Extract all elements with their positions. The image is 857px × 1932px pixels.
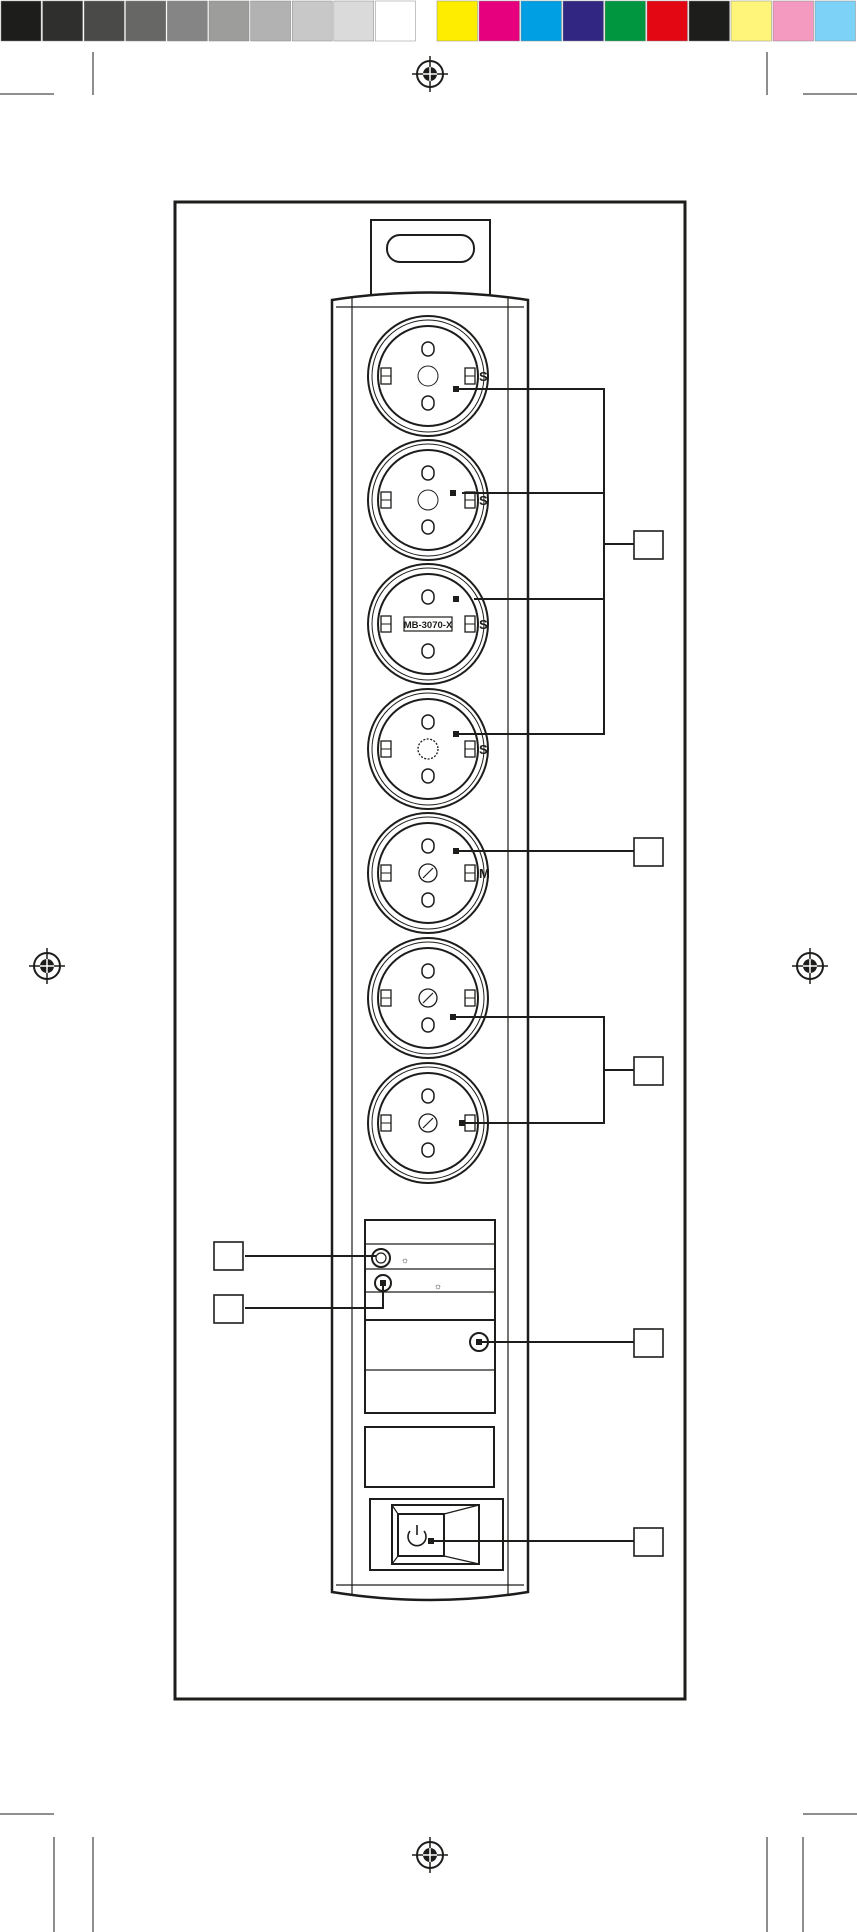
callout-box (633, 530, 664, 560)
control-panel (364, 1219, 504, 1571)
socket-mode-letter: S (479, 617, 488, 632)
color-swatch (0, 0, 42, 42)
socket: S (367, 315, 489, 437)
color-swatch (250, 0, 291, 42)
color-swatch (42, 0, 83, 42)
callout-box (633, 1527, 664, 1557)
color-swatch (375, 0, 416, 42)
power-icon (407, 1525, 427, 1547)
color-swatch (562, 0, 604, 42)
color-swatch (730, 0, 772, 42)
surge-led-icon: ☼ (401, 1255, 409, 1265)
color-calibration-bar (0, 0, 856, 42)
callout-group (213, 530, 664, 1557)
color-swatch (814, 0, 856, 42)
color-swatch (333, 0, 375, 42)
callout-box (633, 837, 664, 867)
socket-mode-letter: M (479, 866, 490, 881)
color-swatch (83, 0, 125, 42)
color-swatch (688, 0, 730, 42)
color-swatch (604, 0, 646, 42)
socket-mode-letter: S (479, 369, 488, 384)
color-swatch (125, 0, 167, 42)
registration-mark-icon (412, 56, 448, 92)
color-swatch (646, 0, 688, 42)
gear-icon (417, 738, 439, 760)
callout-box (633, 1056, 664, 1086)
ground-led-icon: ☼ (434, 1281, 442, 1291)
socket-group: S S S S M MB-3070-X (367, 315, 490, 1184)
callout-box (213, 1294, 244, 1324)
model-label: MB-3070-X (403, 616, 453, 632)
color-swatch (208, 0, 250, 42)
registration-mark-icon (792, 948, 828, 984)
color-swatch (520, 0, 562, 42)
socket: M (367, 812, 490, 934)
svg-text:MB-3070-X: MB-3070-X (404, 620, 453, 631)
callout-box (633, 1328, 664, 1358)
color-swatch (291, 0, 333, 42)
figure-frame (173, 200, 687, 1701)
color-swatch (478, 0, 520, 42)
socket (367, 937, 489, 1059)
registration-mark-icon (412, 1837, 448, 1873)
color-swatch (772, 0, 814, 42)
label-window (364, 1426, 495, 1488)
socket: S (367, 439, 489, 561)
callout-box (213, 1241, 244, 1271)
socket-mode-letter: S (479, 742, 488, 757)
color-swatch (436, 0, 478, 42)
registration-mark-icon (29, 948, 65, 984)
switch-rocker (397, 1513, 445, 1557)
color-swatch (167, 0, 208, 42)
socket: S (367, 688, 489, 810)
crop-marks (0, 52, 857, 1932)
leader-lines (245, 388, 634, 1542)
leader-dots (428, 386, 465, 1544)
hanging-slot (386, 234, 475, 263)
socket-mode-letter: S (479, 493, 488, 508)
socket (367, 1062, 489, 1184)
